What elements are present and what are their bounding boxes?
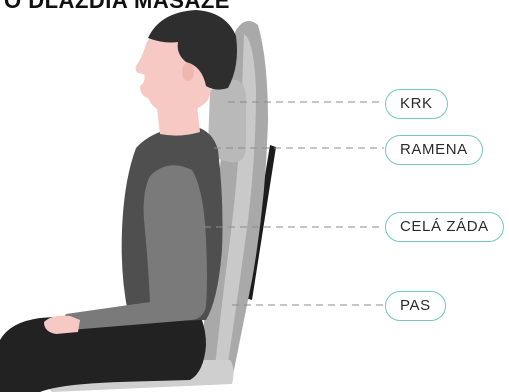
zone-label-cela-zada: CELÁ ZÁDA (385, 212, 504, 242)
person-ear (182, 63, 194, 81)
zone-label-krk: KRK (385, 89, 448, 119)
person-hand (44, 316, 80, 334)
zone-label-pas: PAS (385, 291, 446, 321)
zone-label-ramena: RAMENA (385, 135, 483, 165)
